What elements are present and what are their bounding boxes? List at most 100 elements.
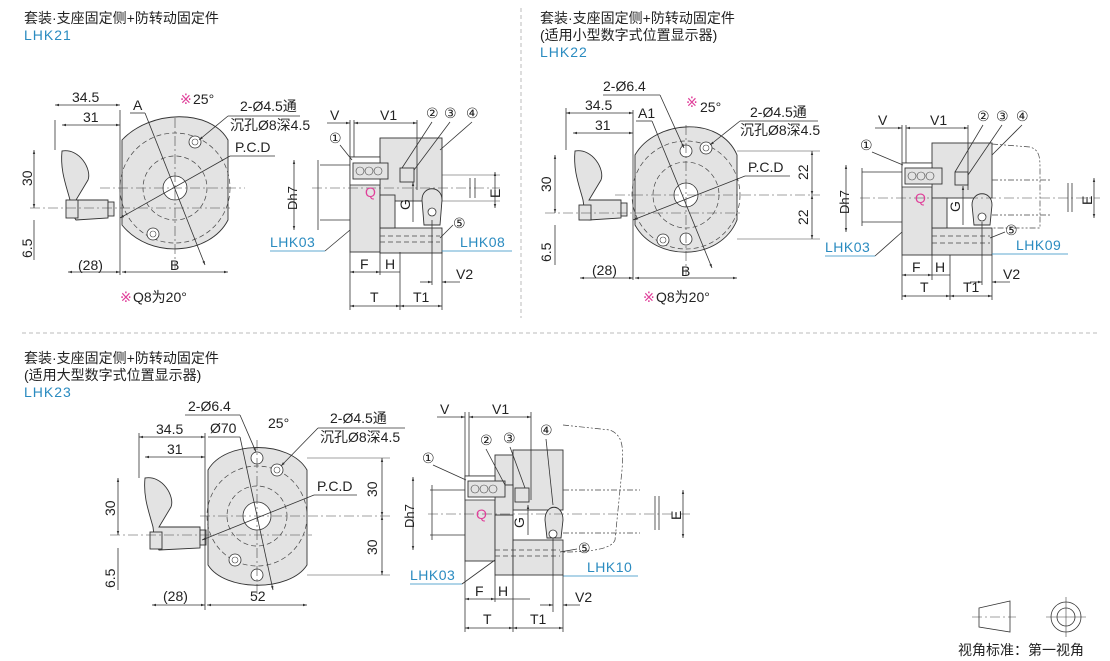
dim-30-top: 30 [364,481,380,497]
dim-g: G [511,517,527,528]
dim-30-bottom: 30 [364,539,380,555]
dim-30: 30 [102,500,118,516]
dim-g: G [397,199,413,210]
panel-1-side-view: V V1 ① ② ③ ④ Dh7 Q G E ⑤ LHK03 LHK08 F H… [270,105,512,310]
dim-v: V [440,401,450,417]
hole-spec-top: 2-Ø4.5通 [240,98,297,114]
panel-1-title: 套装·支座固定侧+防转动固定件 [24,10,219,26]
panel-3-subtitle: (适用大型数字式位置显示器) [24,367,202,383]
dim-6-5: 6.5 [538,242,554,262]
dim-v2: V2 [575,589,592,605]
dim-28: (28) [592,262,617,278]
dim-34-5: 34.5 [156,421,183,437]
dim-31: 31 [83,109,99,125]
note-q8: Q8为20° [656,289,710,305]
panel-1-front-view: 34.5 31 30 6.5 (28) B A ※ 25° 2-Ø4.5通 沉孔… [19,89,310,305]
dim-f: F [912,259,921,275]
dim-22-top: 22 [795,164,811,180]
dim-22-bottom: 22 [795,209,811,225]
note-mark: ※ [120,289,132,305]
callout-2: ② [426,105,439,121]
hole-spec-bottom: 沉孔Ø8深4.5 [740,122,820,138]
dim-30: 30 [19,170,35,186]
dim-h: H [498,583,508,599]
panel-3-front-view: 30 30 34.5 31 30 6.5 (28) 52 2-Ø6.4 Ø70 … [102,398,405,610]
dim-52: 52 [250,588,266,604]
angle-25: 25° [268,415,289,431]
callout-2: ② [480,432,493,448]
panel-2-header: 套装·支座固定侧+防转动固定件 (适用小型数字式位置显示器) LHK22 [540,10,735,61]
dim-t: T [483,611,492,627]
hole-spec-bottom: 沉孔Ø8深4.5 [230,117,310,133]
callout-1: ① [329,130,342,146]
angle-25: 25° [700,99,721,115]
dim-e: E [668,511,684,520]
panel-3-code: LHK23 [24,384,72,400]
dim-28: (28) [163,588,188,604]
code-lhk03: LHK03 [270,234,315,250]
pcd-label: P.C.D [235,139,271,155]
callout-5: ⑤ [453,215,466,231]
dim-34-5: 34.5 [585,97,612,113]
dim-e: E [487,189,503,198]
panel-3-title: 套装·支座固定侧+防转动固定件 [24,350,219,366]
panel-2-side-view: E V V1 ① ② ③ ④ Dh7 Q G ⑤ LHK03 LHK09 F H… [825,108,1100,300]
callout-3: ③ [444,105,457,121]
truncated-cone-icon [978,600,1011,633]
dim-31: 31 [167,441,183,457]
label-q: Q [365,184,376,200]
code-lhk10: LHK10 [587,559,632,575]
panel-2-title: 套装·支座固定侧+防转动固定件 [540,10,735,26]
dim-f: F [360,256,369,272]
callout-2: ② [977,108,990,124]
panel-2-front-view: 22 22 34.5 31 30 6.5 (28) B 2-Ø6.4 A1 ※ … [538,78,820,305]
code-lhk08: LHK08 [460,234,505,250]
callout-4: ④ [1016,108,1029,124]
dim-v: V [330,107,340,123]
dim-30: 30 [538,176,554,192]
dim-e: E [1079,196,1095,205]
dim-t1: T1 [530,611,547,627]
dia-70: Ø70 [210,420,237,436]
dim-dh7: Dh7 [402,504,417,528]
callout-3: ③ [996,108,1009,124]
dim-v1: V1 [380,107,397,123]
dim-v: V [878,112,888,128]
label-q: Q [476,506,487,522]
callout-3: ③ [503,430,516,446]
lever-nut [107,201,115,217]
dim-t: T [920,279,929,295]
hole-spec-bottom: 沉孔Ø8深4.5 [320,429,400,445]
projection-label: 视角标准：第一视角 [958,642,1084,658]
dim-6-5: 6.5 [102,568,118,588]
dim-v1: V1 [492,401,509,417]
pcd-label: P.C.D [748,159,784,175]
code-lhk03: LHK03 [825,239,870,255]
pcd-label: P.C.D [317,478,353,494]
panel-1-header: 套装·支座固定侧+防转动固定件 LHK21 [24,10,219,44]
panel-3-side-view: E V V1 ① ② ③ ④ Dh7 Q G ⑤ LHK03 LHK10 F H… [402,401,690,632]
note-mark: ※ [643,289,655,305]
label-q: Q [915,190,926,206]
code-lhk09: LHK09 [1016,237,1061,253]
dim-dh7: Dh7 [837,190,852,214]
dim-34-5: 34.5 [72,89,99,105]
angle-note-mark: ※ [180,91,192,107]
panel-1-code: LHK21 [24,27,72,43]
dim-dh7: Dh7 [285,186,300,210]
label-b: B [170,257,179,273]
panel-2-subtitle: (适用小型数字式位置显示器) [540,27,718,43]
dim-h: H [935,259,945,275]
callout-1: ① [422,450,435,466]
callout-1: ① [860,137,873,153]
dim-g: G [947,201,963,212]
angle-note-mark: ※ [686,94,698,110]
hole-spec-top: 2-Ø4.5通 [330,410,387,426]
dim-v1: V1 [930,112,947,128]
hole-6-4: 2-Ø6.4 [603,78,646,94]
lever-tip [65,199,79,219]
note-q8: Q8为20° [133,289,187,305]
dim-v2: V2 [456,266,473,282]
panel-2-code: LHK22 [540,44,588,60]
